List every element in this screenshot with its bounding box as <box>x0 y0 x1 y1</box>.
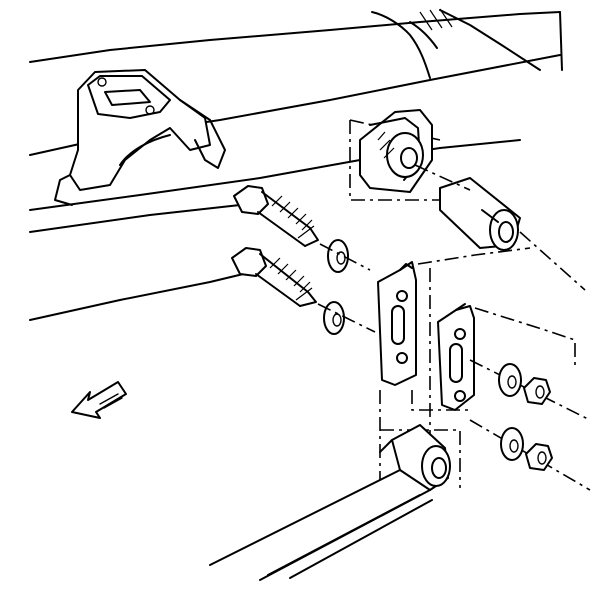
leaf-spring <box>209 424 461 581</box>
spring-eye-bushing <box>414 164 586 291</box>
frame-bracket <box>54 69 226 206</box>
shackle-bolt-upper <box>233 185 319 247</box>
washer-upper <box>327 239 349 273</box>
front-direction-arrow <box>71 381 127 419</box>
nut-upper <box>523 377 551 405</box>
washer-right-lower <box>500 427 524 461</box>
nut-lower <box>525 443 553 471</box>
washer-right-upper <box>498 363 522 397</box>
rear-shackle-bushing <box>349 109 441 201</box>
shackle-bolt-lower <box>231 247 317 307</box>
shackle-plate-inner <box>437 303 576 411</box>
washer-lower <box>323 301 345 335</box>
shackle-plate-outer <box>377 247 531 480</box>
